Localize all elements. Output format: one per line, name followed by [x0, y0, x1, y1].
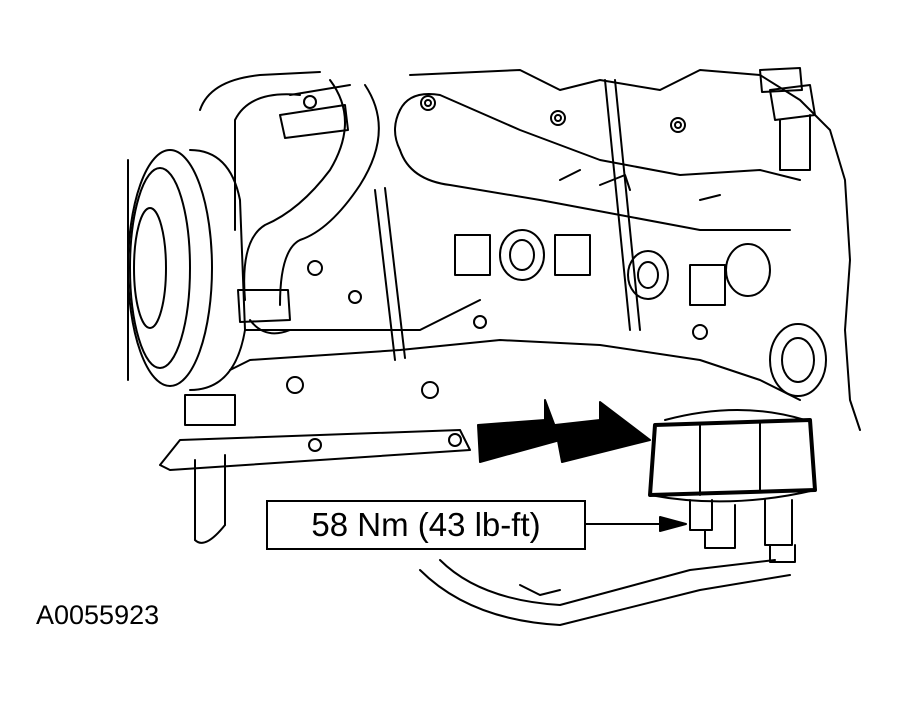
dipstick-tube [374, 79, 641, 361]
top-right-fitting [759, 67, 816, 171]
figure-id: A0055923 [36, 600, 160, 630]
upper-hose [237, 79, 380, 335]
oil-pan-flange [159, 429, 471, 544]
direction-arrows [477, 399, 651, 463]
top-bolts [303, 95, 686, 133]
callout-leader [585, 516, 687, 532]
oil-cooler [648, 409, 817, 563]
central-ports [454, 229, 827, 397]
engine-block-outline [199, 69, 861, 431]
intake-tube [394, 93, 801, 231]
lower-bolts [184, 260, 708, 426]
torque-callout: 58 Nm (43 lb-ft) [266, 500, 586, 550]
lower-hose [419, 559, 791, 626]
crankshaft-pulley [127, 149, 246, 391]
